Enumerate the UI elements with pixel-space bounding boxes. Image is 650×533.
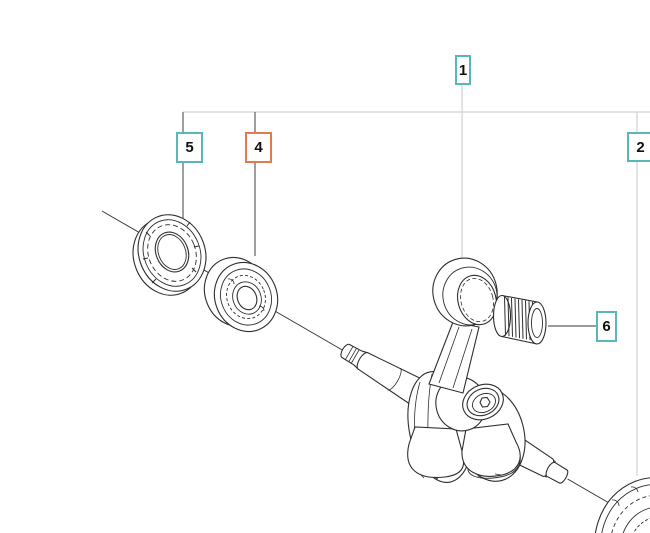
callout-6[interactable]: 6 — [596, 311, 617, 342]
callout-5[interactable]: 5 — [176, 132, 203, 163]
crank-web-front-foot — [407, 426, 465, 479]
ball-bearing-drawing[interactable] — [194, 248, 288, 341]
needle-cage-bearing-drawing[interactable] — [492, 294, 547, 345]
crank-pin-end — [462, 383, 504, 421]
connecting-rod-small-end — [432, 257, 498, 327]
leader-rail-lines — [183, 85, 650, 476]
callout-4-highlighted[interactable]: 4 — [245, 132, 272, 163]
callout-1[interactable]: 1 — [455, 55, 471, 85]
crankshaft-assembly-drawing[interactable] — [335, 251, 621, 518]
callout-2[interactable]: 2 — [627, 132, 650, 162]
clipped-bearing-drawing[interactable] — [571, 456, 650, 533]
crank-web-rear-foot — [461, 423, 521, 477]
oil-seal-drawing[interactable] — [122, 204, 217, 305]
